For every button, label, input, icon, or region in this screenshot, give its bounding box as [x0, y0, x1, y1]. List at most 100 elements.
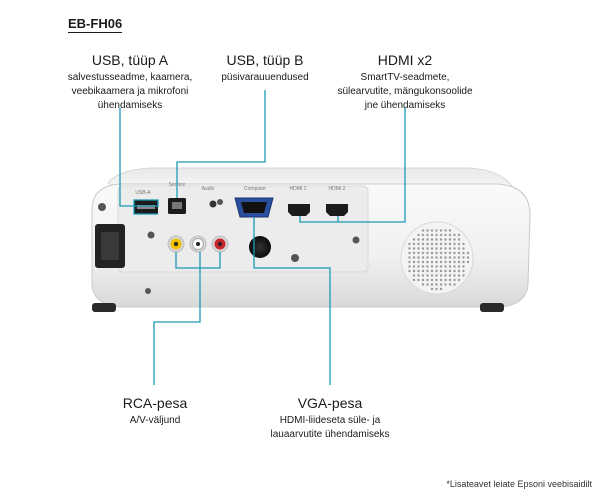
grille-dot: [453, 238, 456, 241]
grille-dot: [444, 283, 447, 286]
grille-dot: [426, 260, 429, 264]
grille-dot: [462, 274, 465, 277]
grille-dot: [426, 278, 429, 282]
usb-a-port: [134, 200, 158, 214]
hdmi-connector: [299, 108, 406, 223]
grille-dot: [444, 242, 447, 246]
grille-dot: [430, 265, 434, 268]
grille-dot: [453, 256, 456, 259]
grille-dot: [430, 238, 434, 241]
grille-dot: [408, 260, 411, 264]
grille-dot: [444, 229, 447, 232]
grille-dot: [435, 274, 438, 277]
usb-b-callout: USB, tüüp B püsivarauuendused: [195, 52, 335, 85]
vga-connector: [253, 217, 331, 385]
screw: [291, 254, 299, 262]
grille-dot: [417, 265, 420, 268]
grille-dot: [439, 242, 443, 246]
grille-dot: [421, 256, 425, 259]
grille-dot: [439, 229, 443, 232]
grille-dot: [417, 251, 420, 255]
grille-dot: [448, 229, 452, 232]
grille-dot: [448, 233, 452, 237]
grille-dot: [435, 260, 438, 264]
grille-dot: [435, 247, 438, 250]
grille-dot: [412, 260, 416, 264]
grille-dot: [426, 229, 429, 232]
grille-dot: [448, 283, 452, 286]
usb-a-connector: [119, 108, 159, 215]
grille-dot: [435, 233, 438, 237]
screw: [98, 203, 106, 211]
grille-dot: [453, 269, 456, 273]
grille-dot: [453, 247, 456, 250]
usb-a-desc-2: veebikaamera ja mikrofoni: [71, 86, 189, 97]
usb-a-title: USB, tüüp A: [91, 52, 169, 68]
grille-dot: [453, 242, 456, 246]
grille-dot: [421, 278, 425, 282]
grille-dot: [430, 269, 434, 273]
grille-dot: [466, 260, 470, 264]
grille-dot: [435, 265, 438, 268]
grille-dot: [426, 283, 429, 286]
grille-dot: [412, 247, 416, 250]
grille-dot: [412, 242, 416, 246]
grille-dot: [444, 233, 447, 237]
port-label-hdmi2: HDMI 2: [329, 186, 346, 192]
grille-dot: [417, 242, 420, 246]
usb-b-title: USB, tüüp B: [226, 52, 304, 68]
grille-dot: [421, 269, 425, 273]
grille-dot: [448, 256, 452, 259]
grille-dot: [430, 260, 434, 264]
grille-dot: [412, 256, 416, 259]
usb-a-desc-3: ühendamiseks: [97, 100, 163, 111]
speaker-grille: [400, 221, 474, 295]
grille-dot: [448, 269, 452, 273]
port-label-usb-a: USB-A: [135, 190, 151, 196]
grille-dot: [430, 229, 434, 232]
port-label-computer: Computer: [244, 186, 266, 192]
grille-dot: [426, 256, 429, 259]
grille-dot: [448, 251, 452, 255]
grille-dot: [457, 251, 461, 255]
grille-dot: [408, 242, 411, 246]
grille-dot: [457, 247, 461, 250]
grille-dot: [435, 229, 438, 232]
grille-dot: [453, 265, 456, 268]
screw: [147, 231, 155, 239]
grille-dot: [457, 233, 461, 237]
grille-dot: [453, 251, 456, 255]
hdmi-port-1: [288, 204, 310, 216]
grille-dot: [448, 242, 452, 246]
grille-dot: [466, 256, 470, 259]
hdmi-port-2: [326, 204, 348, 216]
grille-dot: [421, 229, 425, 232]
audio-jack: [209, 200, 217, 208]
grille-dot: [462, 242, 465, 246]
grille-dot: [430, 242, 434, 246]
usb-b-connector: [176, 90, 266, 198]
hdmi-desc-3: jne ühendamiseks: [364, 100, 446, 111]
hdmi-desc-1: SmartTV-seadmete,: [360, 72, 450, 83]
grille-dot: [462, 251, 465, 255]
hdmi-callout: HDMI x2 SmartTV-seadmete, sülearvutite, …: [330, 52, 480, 113]
grille-dot: [426, 247, 429, 250]
usb-b-port: [168, 198, 186, 214]
grille-dot: [439, 260, 443, 264]
grille-dot: [457, 256, 461, 259]
grille-dot: [435, 256, 438, 259]
grille-dot: [444, 265, 447, 268]
grille-dot: [435, 269, 438, 273]
grille-dot: [417, 269, 420, 273]
grille-dot: [466, 251, 470, 255]
grille-dot: [412, 274, 416, 277]
grille-dot: [435, 242, 438, 246]
grille-dot: [439, 287, 443, 291]
grille-dot: [439, 238, 443, 241]
grille-dot: [435, 251, 438, 255]
grille-dot: [430, 251, 434, 255]
grille-dot: [453, 274, 456, 277]
rca-jacks: [167, 235, 229, 253]
grille-dot: [417, 274, 420, 277]
